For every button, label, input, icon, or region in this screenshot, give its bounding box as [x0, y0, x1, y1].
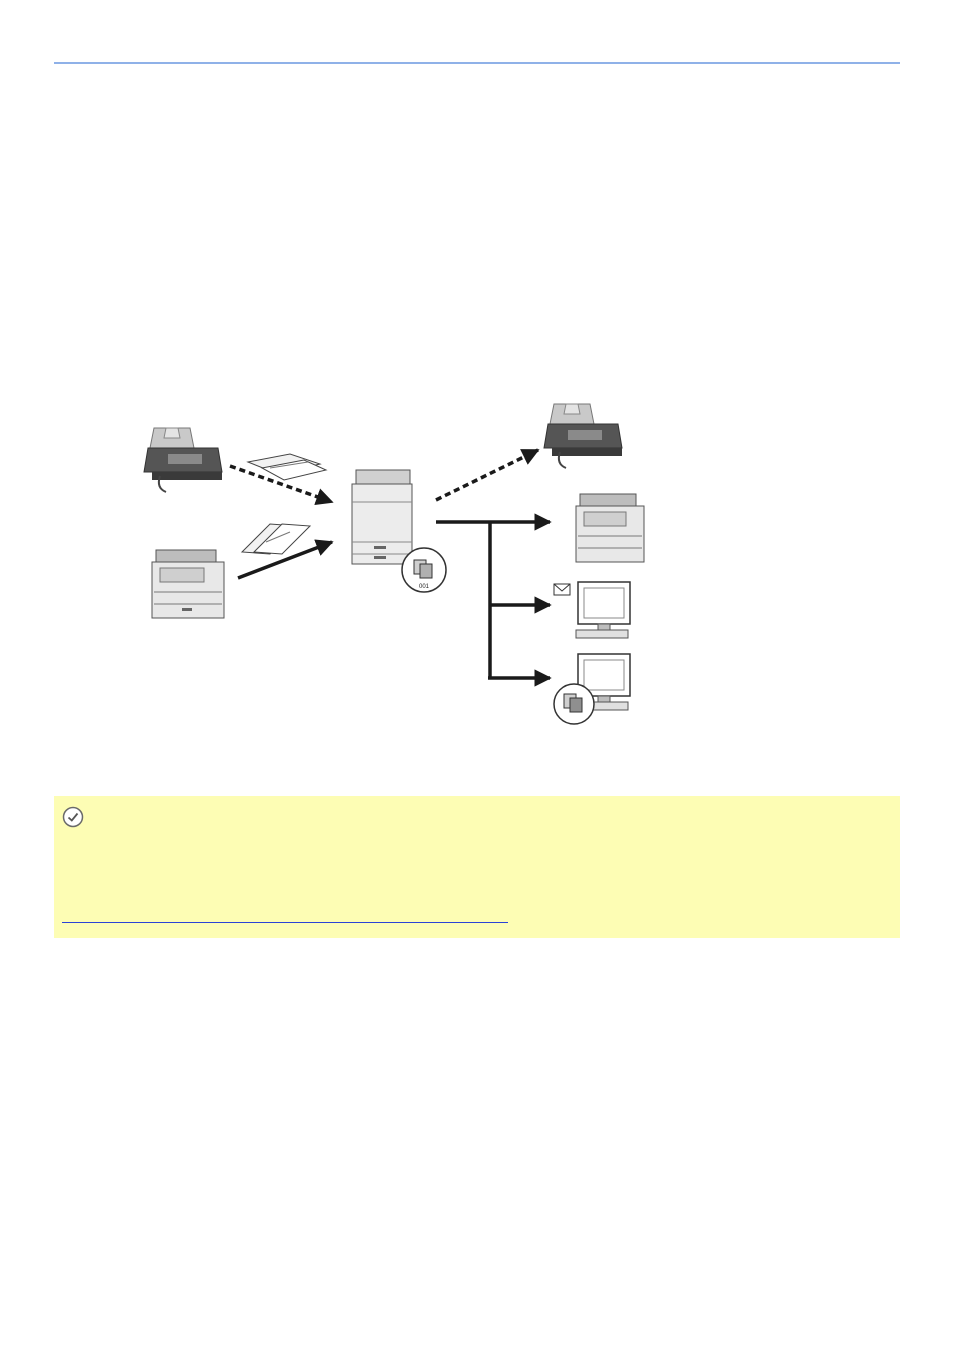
device-to-fax-arrow	[435, 448, 540, 502]
sender-fax-icon	[143, 427, 223, 493]
output-branch-lines	[436, 513, 552, 687]
email-computer-icon	[575, 581, 631, 639]
folder-computer-icon	[575, 653, 631, 711]
storage-box-label: 001	[419, 584, 430, 590]
note-box	[54, 796, 900, 938]
sender-mfp-icon	[151, 549, 225, 619]
shared-folder-icon	[553, 683, 595, 725]
central-copier-icon	[351, 469, 413, 565]
header-rule	[54, 62, 900, 64]
check-circle-icon	[62, 806, 84, 828]
reference-link[interactable]	[62, 922, 508, 923]
mfp-document-icon	[240, 523, 312, 555]
receiver-fax-icon	[543, 403, 623, 469]
receiver-mfp-icon	[575, 493, 645, 563]
fax-to-device-arrow	[229, 464, 334, 506]
storage-box-icon	[401, 547, 447, 593]
fax-document-icon	[246, 453, 328, 481]
forwarding-diagram: 001	[130, 392, 660, 732]
mfp-to-device-arrow	[237, 539, 334, 580]
envelope-icon	[553, 583, 571, 596]
